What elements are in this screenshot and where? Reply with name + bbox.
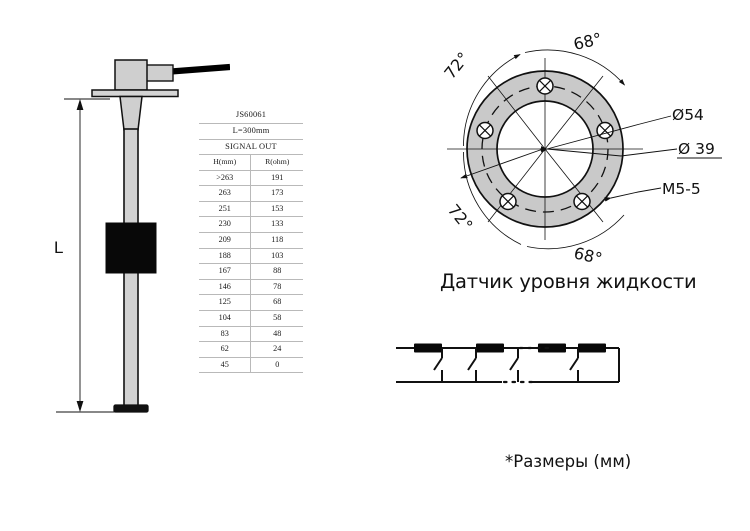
cell-h: 263 <box>199 185 252 202</box>
switch <box>509 348 519 382</box>
outer-diameter-label: Ø54 <box>672 106 704 124</box>
cell-r: 153 <box>250 201 303 218</box>
cell-r: 118 <box>250 232 303 249</box>
angle-label-top: 68° <box>572 29 604 54</box>
sensor-drawing: L <box>54 59 230 413</box>
cell-r: 173 <box>250 185 303 202</box>
bolt-circle-diameter-label: Ø 39 <box>678 140 715 158</box>
table-header-row: H(mm) R(ohm) <box>199 154 303 171</box>
cell-r: 103 <box>250 248 303 265</box>
cell-h: 188 <box>199 248 252 265</box>
length-spec: L=300mm <box>199 123 303 140</box>
resistors <box>414 343 606 353</box>
circuit-wires <box>396 347 620 383</box>
flange-drawing: Ø54 Ø 39 M5-5 68° 68° 72° 72° <box>440 29 722 268</box>
table-row-signal: SIGNAL OUT <box>199 139 303 156</box>
head-block <box>114 59 148 91</box>
resistance-table: JS60061 L=300mm SIGNAL OUT H(mm) R(ohm) … <box>199 108 303 374</box>
flange-caption: Датчик уровня жидкости <box>440 270 697 293</box>
angle-label-left-bottom: 72° <box>444 201 477 235</box>
bolt-hole <box>536 77 554 95</box>
cell-h: 209 <box>199 232 252 249</box>
thread-label: M5-5 <box>662 180 701 198</box>
cell-h: 230 <box>199 216 252 233</box>
switch <box>433 348 443 382</box>
cell-h: 45 <box>199 357 252 374</box>
base-stop <box>113 404 149 413</box>
dimension-arcs <box>463 49 626 250</box>
cell-h: 104 <box>199 310 252 327</box>
angle-label-bottom: 68° <box>572 243 604 268</box>
table-row-model: JS60061 <box>199 108 303 124</box>
resistor <box>538 343 566 353</box>
cell-h: 125 <box>199 294 252 311</box>
bolt-hole <box>499 192 517 211</box>
signal-out-label: SIGNAL OUT <box>199 139 303 156</box>
cell-r: 78 <box>250 279 303 296</box>
cell-r: 0 <box>250 357 303 374</box>
neck <box>119 95 143 131</box>
cell-h: 146 <box>199 279 252 296</box>
cell-r: 24 <box>250 341 303 358</box>
cell-r: 191 <box>250 170 303 187</box>
bolt-holes <box>476 77 614 211</box>
bolt-hole <box>573 192 591 211</box>
diameter-leaders <box>460 115 678 202</box>
length-label: L <box>54 238 63 257</box>
cable <box>170 63 230 75</box>
column-header-h: H(mm) <box>199 154 252 171</box>
switch <box>467 348 477 382</box>
flange-plate <box>91 89 179 98</box>
units-note: *Размеры (мм) <box>505 452 632 471</box>
cell-r: 133 <box>250 216 303 233</box>
model-name: JS60061 <box>199 108 303 124</box>
column-header-r: R(ohm) <box>250 154 303 171</box>
angle-label-left-top: 72° <box>440 49 473 83</box>
resistor <box>578 343 606 353</box>
connector <box>144 64 174 82</box>
cell-r: 68 <box>250 294 303 311</box>
cell-h: 251 <box>199 201 252 218</box>
cell-h: 167 <box>199 263 252 280</box>
float <box>105 222 157 274</box>
resistance-table-body: JS60061 L=300mm SIGNAL OUT H(mm) R(ohm) … <box>199 108 303 374</box>
circuit-diagram <box>396 343 620 384</box>
cell-r: 88 <box>250 263 303 280</box>
cell-r: 58 <box>250 310 303 327</box>
bolt-hole <box>476 121 494 140</box>
cell-h: >263 <box>199 170 252 187</box>
cell-r: 48 <box>250 326 303 343</box>
cell-h: 83 <box>199 326 252 343</box>
continuation-dots <box>502 346 554 384</box>
cell-h: 62 <box>199 341 252 358</box>
table-row-length: L=300mm <box>199 123 303 140</box>
resistor <box>414 343 442 353</box>
bolt-hole <box>596 121 614 140</box>
resistor <box>476 343 504 353</box>
switches <box>433 348 579 382</box>
length-dimension-arrow <box>76 99 84 412</box>
switch <box>569 348 579 382</box>
